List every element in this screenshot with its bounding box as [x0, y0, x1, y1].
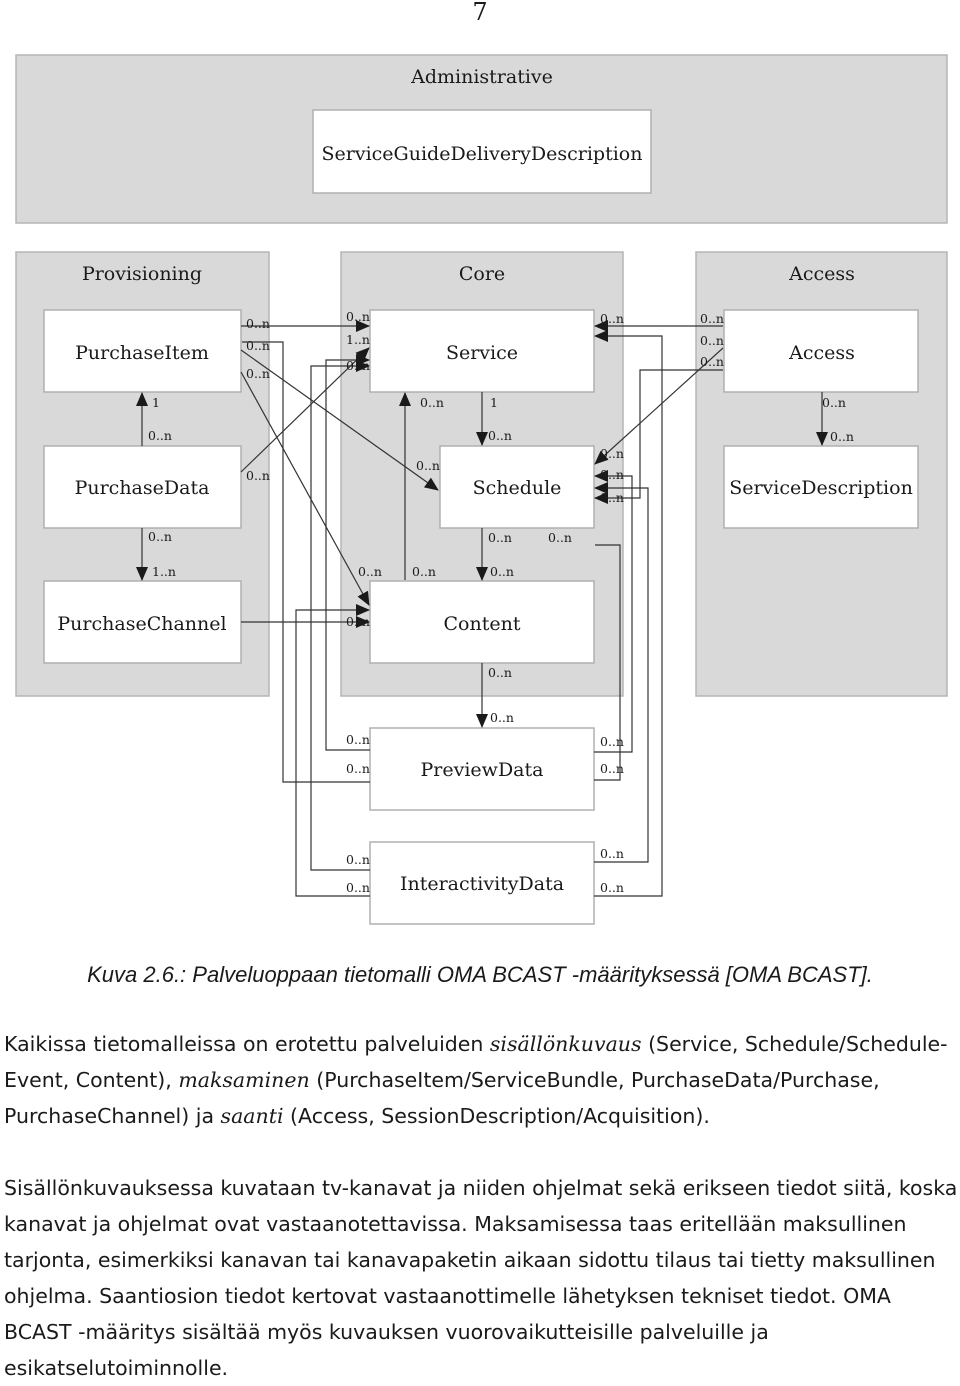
mult: 0..n — [600, 734, 624, 749]
mult: 0..n — [700, 354, 724, 369]
mult: 0..n — [830, 429, 854, 444]
mult: 0..n — [600, 761, 624, 776]
edge-purchaseitem-content — [240, 371, 370, 606]
mult: 1..n — [152, 564, 176, 579]
class-label: PurchaseItem — [75, 342, 209, 364]
text-run: Kaikissa tietomalleissa on erotettu palv… — [4, 1032, 490, 1056]
figure-caption: Kuva 2.6.: Palveluoppaan tietomalli OMA … — [87, 962, 873, 987]
mult: 0..n — [148, 529, 172, 544]
class-label: Service — [446, 342, 518, 364]
class-purchase-channel: PurchaseChannel — [43, 580, 242, 664]
edge-previewdata-purchaseitem — [242, 341, 370, 783]
edge-interactivitydata-service — [310, 360, 370, 871]
mult: 0..n — [346, 614, 370, 629]
class-label: Access — [788, 342, 855, 364]
mult: 0..n — [700, 311, 724, 326]
package-label: Core — [459, 263, 505, 285]
class-label: Content — [444, 613, 521, 635]
mult: 0..n — [416, 458, 440, 473]
mult: 0..n — [490, 564, 514, 579]
package-label: Access — [788, 263, 855, 285]
mult: 0..n — [246, 316, 270, 331]
mult: 0..n — [346, 309, 370, 324]
edge-previewdata-service — [325, 354, 370, 751]
class-interactivity-data: InteractivityData — [369, 841, 595, 925]
class-label: PurchaseChannel — [57, 613, 226, 635]
mult: 0..n — [488, 428, 512, 443]
class-service-description: ServiceDescription — [723, 445, 919, 529]
package-label: Provisioning — [82, 263, 202, 285]
class-label: PurchaseData — [75, 477, 210, 499]
text-run: (PurchaseItem/ServiceBundle, PurchaseDat… — [4, 1068, 880, 1128]
class-preview-data: PreviewData — [369, 727, 595, 811]
mult: 0..n — [346, 358, 370, 373]
mult: 0..n — [148, 428, 172, 443]
mult: 1 — [490, 395, 498, 410]
mult: 0..n — [412, 564, 436, 579]
mult: 0..n — [490, 710, 514, 725]
class-label: Schedule — [473, 477, 562, 499]
mult: 0..n — [600, 467, 624, 482]
mult: 0..n — [358, 564, 382, 579]
class-purchase-item: PurchaseItem — [43, 309, 242, 393]
edge-purchasedata-service — [240, 347, 370, 473]
edge-interactivitydata-schedule — [594, 482, 649, 863]
page-number: 7 — [472, 0, 488, 26]
mult: 0..n — [346, 880, 370, 895]
mult: 0..n — [346, 761, 370, 776]
mult: 0..n — [346, 852, 370, 867]
class-label: ServiceDescription — [729, 477, 913, 499]
mult: 0..n — [600, 846, 624, 861]
class-schedule: Schedule — [439, 445, 595, 529]
class-label: InteractivityData — [400, 873, 564, 895]
mult: 0..n — [600, 311, 624, 326]
class-service: Service — [369, 309, 595, 393]
class-label: PreviewData — [421, 759, 544, 781]
mult: 0..n — [822, 395, 846, 410]
edge-interactivitydata-content — [295, 604, 370, 897]
class-purchase-data: PurchaseData — [43, 445, 242, 529]
mult: 1 — [152, 395, 160, 410]
edge-access-schedule — [594, 347, 724, 465]
mult: 0..n — [420, 395, 444, 410]
edge-previewdata-schedule — [594, 470, 633, 753]
package-label: Administrative — [410, 66, 553, 88]
mult: 0..n — [488, 665, 512, 680]
class-access: Access — [723, 309, 919, 393]
emphasis: saanti — [220, 1104, 284, 1128]
mult: 0..n — [246, 468, 270, 483]
emphasis: maksaminen — [178, 1068, 310, 1092]
emphasis: sisällönkuvaus — [489, 1032, 642, 1056]
mult: 0..n — [700, 333, 724, 348]
class-content: Content — [369, 580, 595, 664]
edge-access-schedule-2 — [594, 369, 723, 504]
mult: 0..n — [488, 530, 512, 545]
edge-previewdata-content — [594, 544, 621, 781]
mult: 0..n — [600, 446, 624, 461]
paragraph-2: Sisällönkuvauksessa kuvataan tv-kanavat … — [4, 1176, 958, 1380]
edge-interactivitydata-content-2 — [594, 330, 663, 897]
mult: 0..n — [246, 338, 270, 353]
text-run: (Access, SessionDescription/Acquisition)… — [283, 1104, 710, 1128]
paragraph-1: Kaikissa tietomalleissa on erotettu palv… — [4, 1026, 960, 1134]
mult: 0..n — [246, 366, 270, 381]
class-label: ServiceGuideDeliveryDescription — [322, 143, 643, 165]
data-model-diagram: Administrative Provisioning Core Access … — [15, 54, 948, 925]
mult: 0..n — [600, 880, 624, 895]
multiplicity-labels: 0..n 0..n 0..n 0..n 1..n 0..n 0..n 0..n … — [148, 309, 854, 895]
class-service-guide-delivery-description: ServiceGuideDeliveryDescription — [312, 109, 652, 194]
mult: 0..n — [548, 530, 572, 545]
mult: 0..n — [346, 732, 370, 747]
text-run: (Service, Schedule/Schedule-Event, Conte… — [4, 1032, 948, 1092]
association-edges — [136, 320, 828, 897]
mult: 1..n — [346, 332, 370, 347]
mult: 0..n — [600, 490, 624, 505]
